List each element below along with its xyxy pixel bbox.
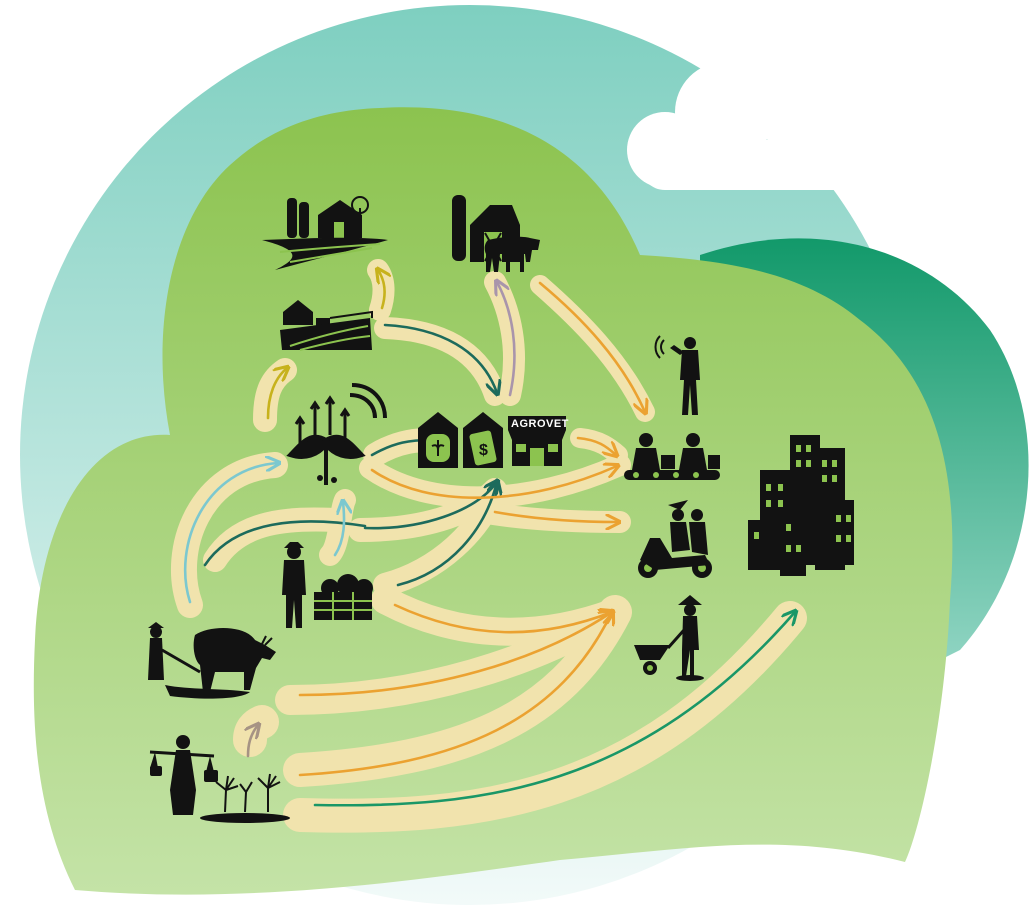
agritech-sprout-icon [286,383,387,485]
arrow-farmer-to-agritech [333,502,344,557]
arrow-crates-to-vendor [393,603,612,634]
mixed-farm-icon [280,300,373,351]
icons: $ AGROVET [148,195,854,823]
wheelbarrow-vendor-icon [634,595,704,681]
farmer-icon [282,542,306,628]
mobile-phone-user-icon [654,335,700,415]
commercial-farm-icon [262,196,388,270]
arrow-plough-to-agritech [183,463,278,604]
city-buildings-icon [748,435,854,576]
ox-plough-farmer-icon [148,622,276,699]
produce-crates-icon [314,574,373,620]
svg-text:$: $ [479,442,488,459]
cloud [627,58,874,190]
agrovet-sign: AGROVET [511,418,569,430]
seedlings-icon [200,773,290,823]
arrow-plough-to-services [203,520,367,567]
motorbike-riders-icon [638,500,712,578]
water-carrier-woman-icon [149,735,218,815]
arrow-services-to-riders [493,510,618,522]
arrow-to-vendor-1 [298,612,612,777]
agrovet-shop-icon: AGROVET [508,416,569,466]
arrow-farmer-to-services [363,482,497,530]
arrows [183,270,795,807]
mobile-money-icon: $ [463,412,503,468]
arrow-services-to-dairy [497,282,516,397]
cow-icon [484,236,540,272]
arrow-farm-to-services [383,323,497,393]
arrow-to-city [313,612,795,807]
arrow-farm-to-commercial [378,270,385,310]
processors-conveyor-icon [624,433,720,480]
arrow-agritech-to-processors [370,466,617,500]
arrow-agritech-to-farm [266,368,287,420]
arrow-dairy-to-processors [538,281,645,412]
arrow-carrier-to-plough [248,725,258,758]
arrow-to-vendor-2 [298,612,612,697]
savings-jar-icon [418,412,458,468]
arrow-agrovet-to-processors [576,436,616,455]
